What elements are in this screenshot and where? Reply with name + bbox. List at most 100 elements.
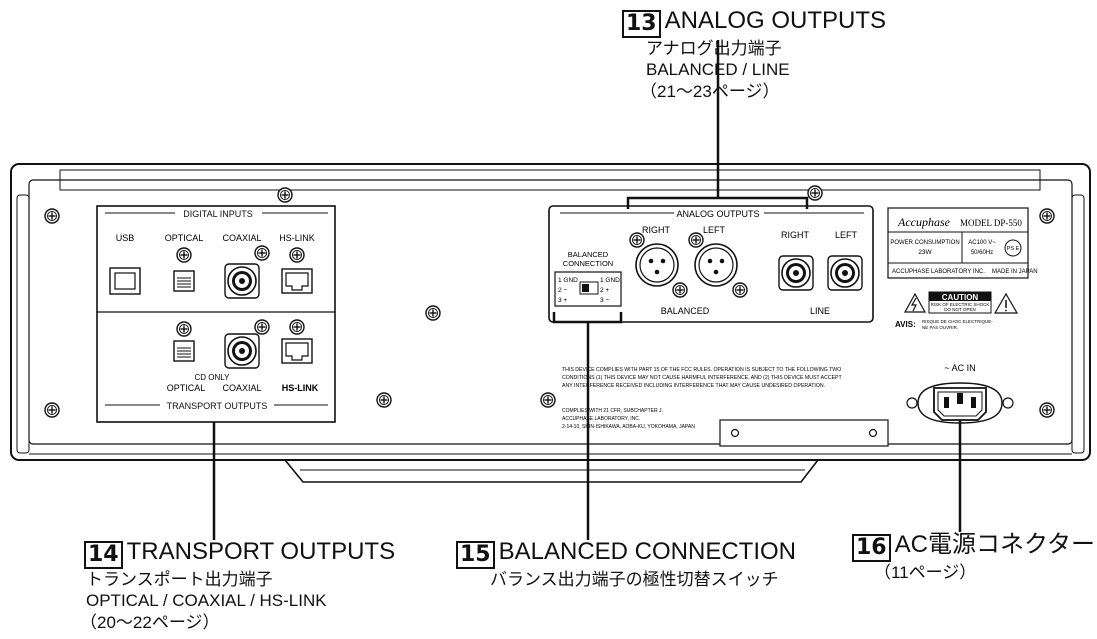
ac-inlet-icon [906,382,1014,424]
callout-line: BALANCED / LINE [646,60,790,80]
callout-line: アナログ出力端子 [646,39,782,58]
optical-input-icon [173,270,195,292]
screw-icon [44,208,60,224]
bracket-13 [626,196,809,209]
warning-triangle-icon [903,292,927,313]
screw-icon [688,232,704,248]
pin-right-3: 3 − [600,297,609,304]
exclamation-triangle-icon [993,292,1019,314]
left-rail [16,194,30,454]
compliance-text-2: ACCUPHASE LABORATORY, INC. [562,416,640,422]
bal-conn-label-1: BALANCED [568,250,609,259]
pse-mark-icon [1004,239,1022,257]
model-nameplate [887,207,1029,279]
pin-right-2: 2 + [600,287,609,294]
digital-inputs-label: DIGITAL INPUTS [183,209,253,219]
callout-title: ANALOG OUTPUTS [664,7,886,34]
callout-line: トランスポート出力端子 [86,570,273,589]
transport-outputs-label: TRANSPORT OUTPUTS [167,401,268,411]
bottom-foot [284,459,819,483]
callout-number: 13 [622,10,661,38]
xlr-right-label: RIGHT [642,225,671,235]
cd-only-label: CD ONLY [195,373,231,382]
power-consumption-label: POWER CONSUMPTION [890,240,959,246]
fcc-text-2: CONDITIONS (1) THIS DEVICE MAY NOT CAUSE… [562,375,843,381]
screw-icon [44,402,60,418]
screw-icon [807,185,823,201]
callout-number: 15 [456,541,495,569]
screw-icon [1039,402,1055,418]
avis-sub-1: RISQUE DE CHOC ELECTRIQUE- [922,319,993,324]
xlr-left-label: LEFT [703,225,726,235]
screw-icon [540,392,556,408]
avis-sub-2: NE PAS OUVRIR. [922,325,958,330]
callout-number: 14 [84,541,123,569]
callout-line: バランス出力端子の極性切替スイッチ [490,570,779,589]
screw-icon [254,245,270,261]
maker-label: ACCUPHASE LABORATORY INC. [892,269,985,275]
screw-icon [277,187,293,203]
compliance-text-1: COMPLIES WITH 21 CFR, SUBCHAPTER J. [562,408,663,414]
ac-rating-1: AC100 V~ [968,240,996,246]
callout-line: （20～22ページ） [80,612,220,632]
screw-icon [732,282,748,298]
digital-board [96,205,336,423]
avis-label: AVIS: [895,320,916,329]
callout-title: AC電源コネクター [894,531,1096,558]
fcc-text-3: ANY INTERFERENCE RECEIVED INCLUDING INTE… [562,383,825,389]
coaxial-input-icon [224,263,260,299]
rca-left-output-icon [827,255,863,291]
power-value: 23W [918,249,932,256]
hs-link-output-icon [281,338,313,364]
callout-title: BALANCED CONNECTION [498,538,796,565]
caution-label: CAUTION [942,293,979,302]
screw-icon [254,319,270,335]
screw-icon [176,247,192,263]
brand-logo: Accuphase [897,215,951,229]
xlr-right-output-icon [635,243,679,287]
hs-link-label: HS-LINK [279,233,315,243]
screw-icon [176,321,192,337]
callout-line: （11ページ） [874,563,977,582]
coaxial-output-icon [224,333,260,369]
fcc-text-1: THIS DEVICE COMPLIES WITH PART 15 OF THE… [562,367,841,373]
analog-outputs-label: ANALOG OUTPUTS [676,209,759,219]
coaxial-out-label: COAXIAL [222,383,261,393]
usb-port-icon [109,267,141,295]
callout-title: TRANSPORT OUTPUTS [126,538,396,565]
model-name: MODEL DP-550 [960,218,1022,228]
caution-sub-2: DO NOT OPEN [944,307,975,312]
pin-left-2: 2 − [558,287,567,294]
rca-right-label: RIGHT [781,230,810,240]
bal-conn-label-2: CONNECTION [563,259,613,268]
screw-icon [1039,208,1055,224]
ac-rating-2: 50/60Hz [971,250,993,256]
usb-label: USB [116,233,135,243]
compliance-text-3: 2-14-10, SHIN-ISHIKAWA, AOBA-KU, YOKOHAM… [562,424,695,430]
callout-line: （21～23ページ） [640,81,780,101]
optical-output-icon [173,340,195,362]
pse-mark-text: PS E [1007,246,1020,252]
optical-out-label: OPTICAL [167,383,206,393]
rca-left-label: LEFT [835,230,858,240]
made-in-label: MADE IN JAPAN [992,269,1038,275]
balanced-label: BALANCED [661,306,710,316]
callout-line: OPTICAL / COAXIAL / HS-LINK [86,591,327,611]
right-rail [1071,194,1085,454]
pin-left-3: 3 + [558,297,567,304]
ac-in-label: ~ AC IN [944,363,975,373]
rca-right-output-icon [778,255,814,291]
hs-link-out-label: HS-LINK [282,383,319,393]
screw-icon [672,282,688,298]
screw-icon [289,247,305,263]
pin-right-1: 1 GND [600,277,620,284]
screw-icon [629,232,645,248]
screw-icon [425,305,441,321]
bracket-15 [552,312,623,324]
coaxial-label: COAXIAL [222,233,261,243]
